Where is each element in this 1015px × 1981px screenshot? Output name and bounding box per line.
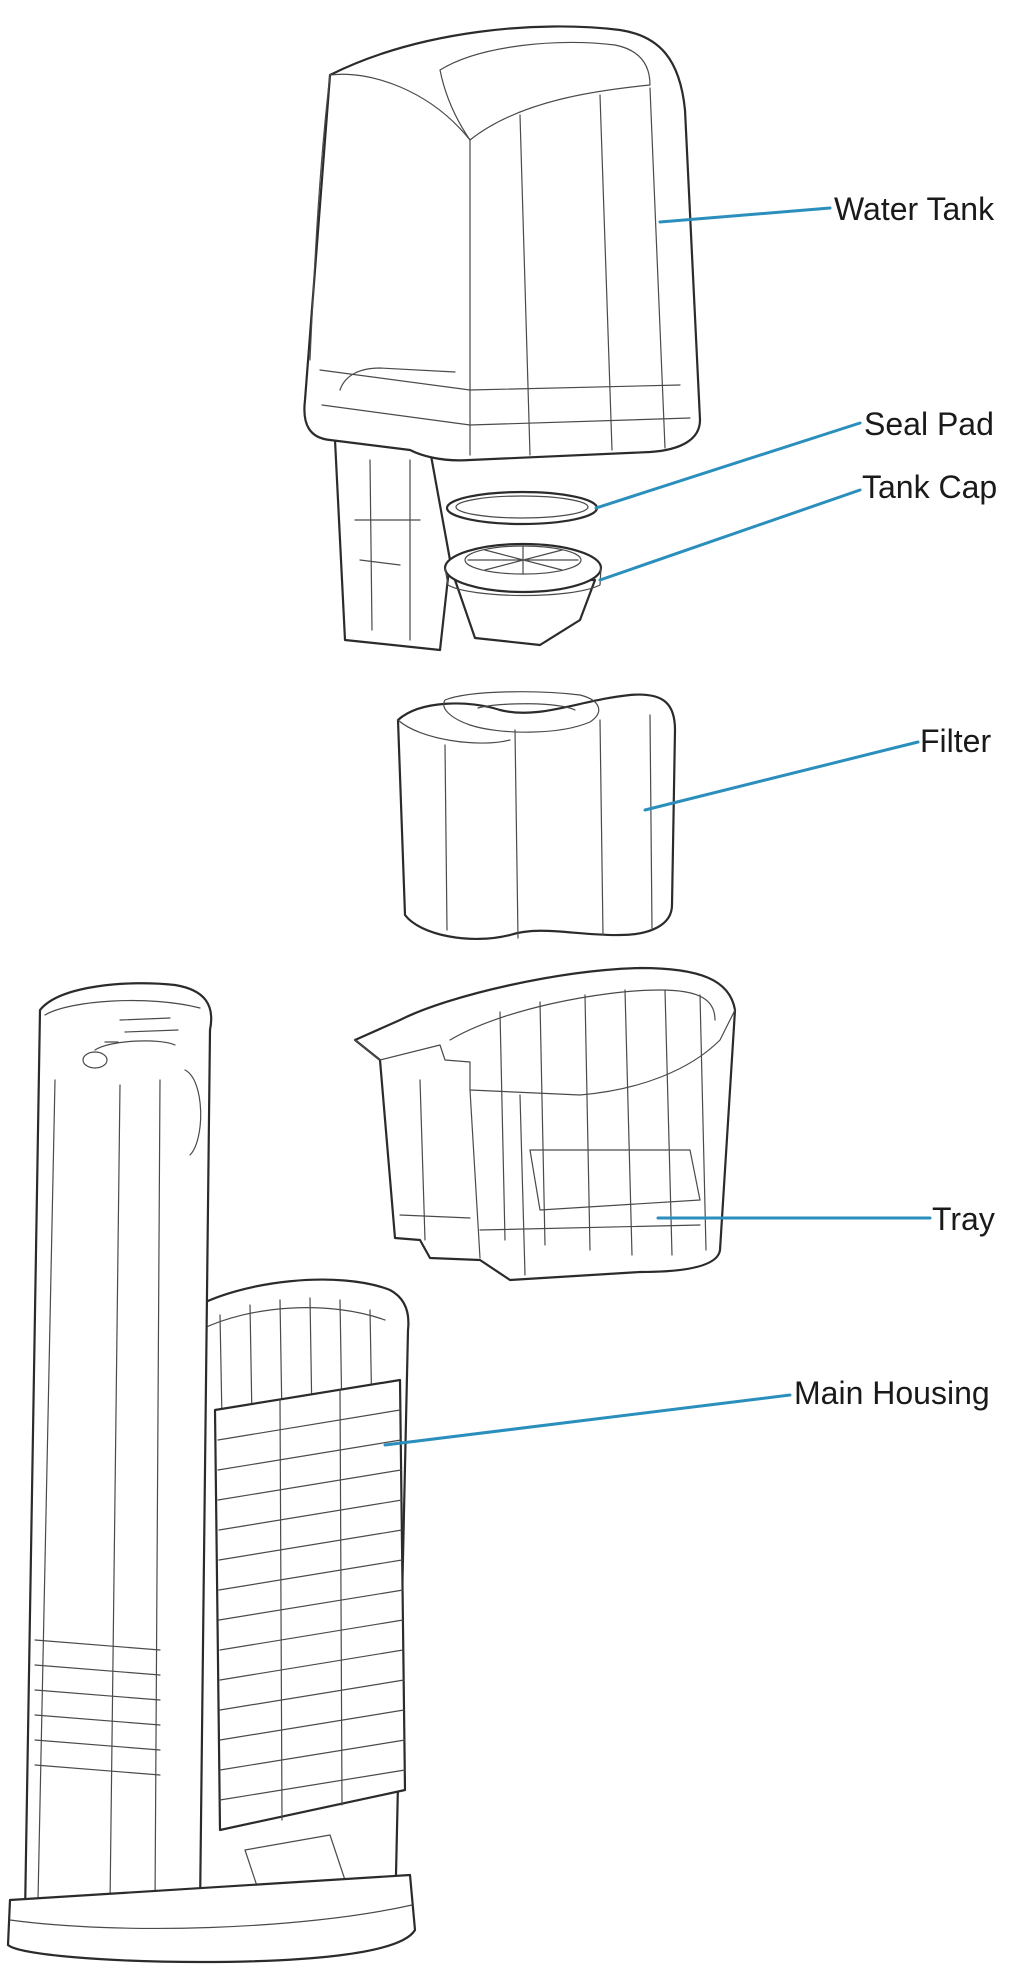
water-tank-leader-line xyxy=(658,206,832,224)
main-housing-part xyxy=(6,982,417,1964)
main-housing-label: Main Housing xyxy=(794,1375,990,1411)
tank-cap-leader-line xyxy=(598,488,862,582)
seal-pad-part xyxy=(445,490,599,526)
water-tank-part xyxy=(303,25,702,652)
seal-pad-label: Seal Pad xyxy=(864,406,994,442)
tank-cap-part xyxy=(443,542,603,647)
leader-lines xyxy=(383,206,932,1447)
main-housing-leader-line xyxy=(383,1393,792,1447)
filter-leader-line xyxy=(643,740,920,812)
filter-part xyxy=(396,691,677,941)
seal-pad-leader-line xyxy=(594,421,862,510)
water-tank-label: Water Tank xyxy=(834,191,995,227)
tray-label: Tray xyxy=(932,1201,995,1237)
filter-label: Filter xyxy=(920,723,991,759)
tank-cap-label: Tank Cap xyxy=(862,469,997,505)
part-labels: Water Tank Seal Pad Tank Cap Filter Tray… xyxy=(794,191,997,1411)
tray-part xyxy=(353,966,737,1282)
